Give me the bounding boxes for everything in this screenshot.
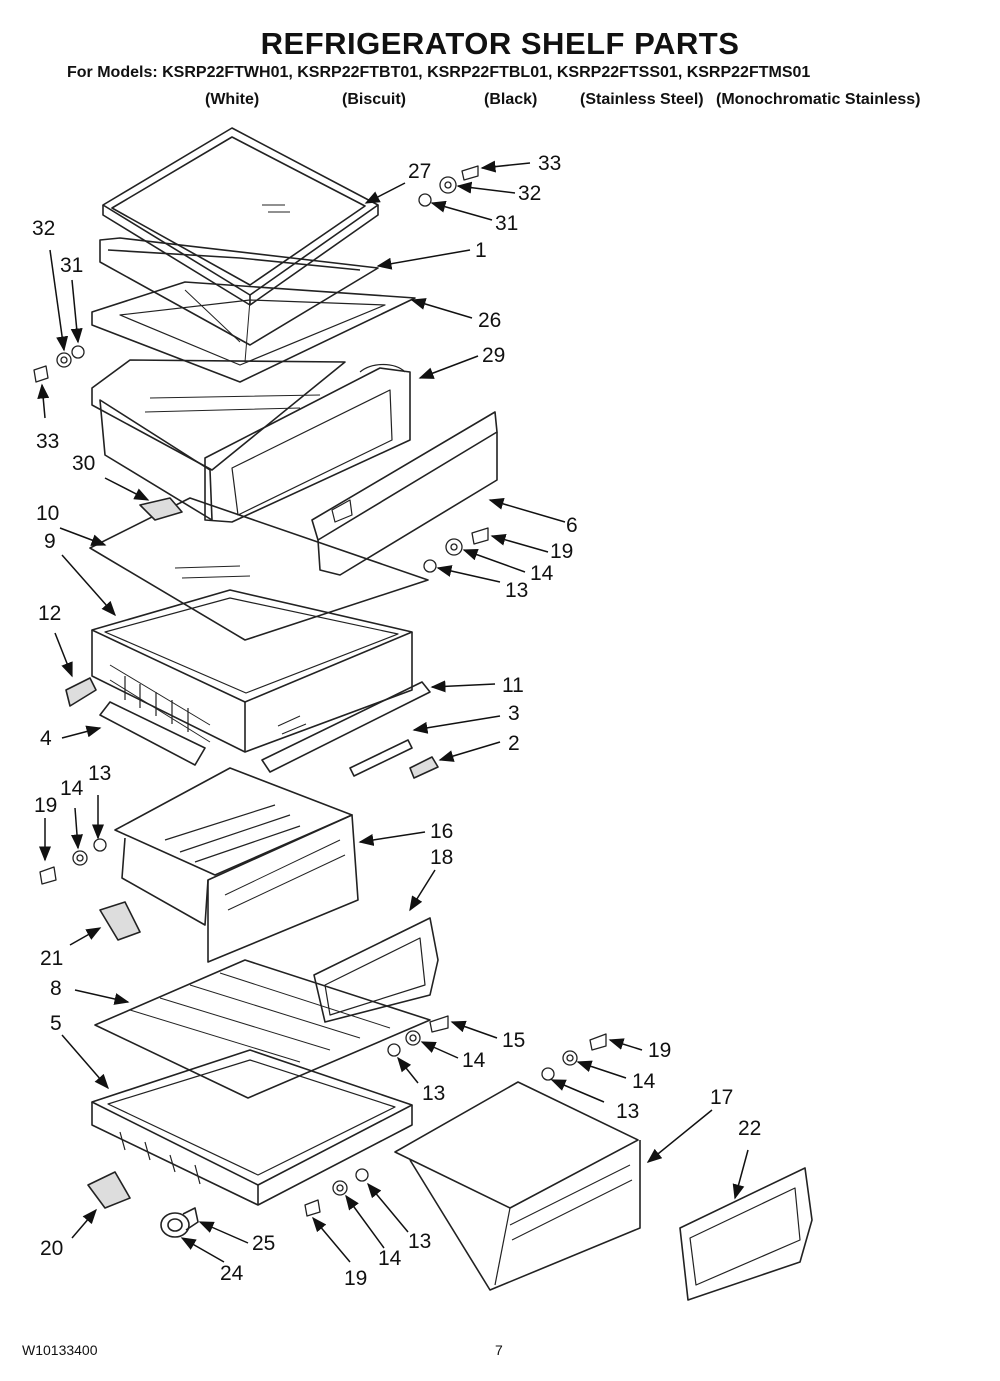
clip-2-part: [409, 756, 439, 779]
callout-24: 24: [220, 1262, 244, 1285]
callout-10: 10: [36, 502, 59, 525]
callout-15: 15: [502, 1029, 525, 1052]
clip-21-part: [99, 901, 141, 941]
callout-19: 19: [648, 1039, 671, 1062]
crisper-bin-16-part: [114, 767, 359, 963]
callout-33: 33: [36, 430, 59, 453]
callout-13: 13: [505, 579, 528, 602]
callout-22: 22: [738, 1117, 761, 1140]
callout-21: 21: [40, 947, 63, 970]
grid-shelf-8-part: [94, 959, 431, 1099]
callout-1: 1: [475, 239, 487, 262]
callout-31: 31: [60, 254, 83, 277]
callout-32: 32: [32, 217, 55, 240]
leader-arrows: [37, 160, 749, 1263]
callout-26: 26: [478, 309, 501, 332]
callout-13: 13: [616, 1100, 639, 1123]
callout-labels: 27 33 32 31 1 26 29 32 31 33 30 10 9 6 1…: [32, 152, 761, 1290]
callout-14: 14: [632, 1070, 656, 1093]
callout-31: 31: [495, 212, 518, 235]
color-stainless: (Stainless Steel): [580, 91, 704, 108]
callout-8: 8: [50, 977, 62, 1000]
color-black: (Black): [484, 91, 538, 108]
drawer-front-18-part: [313, 917, 439, 1023]
callout-30: 30: [72, 452, 95, 475]
callout-14: 14: [462, 1049, 486, 1072]
rail-11-part: [261, 681, 431, 773]
callout-19: 19: [550, 540, 573, 563]
color-white: (White): [205, 91, 260, 108]
models-line: For Models: KSRP22FTWH01, KSRP22FTBT01, …: [67, 64, 811, 81]
crisper-bin-17-part: [394, 1081, 641, 1291]
callout-32: 32: [518, 182, 541, 205]
callout-4: 4: [40, 727, 52, 750]
rail-4-part: [99, 701, 206, 766]
glass-panel-part: [89, 497, 429, 641]
clip-20-part: [87, 1171, 131, 1209]
rail-3-part: [349, 739, 413, 777]
end-cap-12-part: [65, 677, 97, 707]
callout-29: 29: [482, 344, 505, 367]
callout-20: 20: [40, 1237, 63, 1260]
document-number: W10133400: [22, 1342, 98, 1358]
top-glass-shelf-part: [102, 127, 379, 306]
callout-19: 19: [344, 1267, 367, 1290]
crisper-frame-part: [91, 237, 416, 383]
screw-hardware: [33, 165, 607, 1217]
callout-18: 18: [430, 846, 453, 869]
callout-14: 14: [60, 777, 84, 800]
color-biscuit: (Biscuit): [342, 91, 406, 108]
callout-16: 16: [430, 820, 453, 843]
callout-13: 13: [422, 1082, 445, 1105]
page-number: 7: [495, 1342, 503, 1358]
callout-13: 13: [88, 762, 111, 785]
callout-9: 9: [44, 530, 56, 553]
front-trim-bar-part: [311, 411, 498, 576]
callout-14: 14: [378, 1247, 402, 1270]
callout-17: 17: [710, 1086, 733, 1109]
bottom-shelf-frame-5-part: [91, 1049, 413, 1206]
clip-30-part: [139, 497, 183, 521]
page-title: REFRIGERATOR SHELF PARTS: [260, 26, 740, 61]
shelf-frame-part: [91, 589, 413, 753]
callout-6: 6: [566, 514, 578, 537]
callout-3: 3: [508, 702, 520, 725]
callout-19: 19: [34, 794, 57, 817]
deli-drawer-part: [91, 359, 411, 523]
callout-2: 2: [508, 732, 520, 755]
callout-25: 25: [252, 1232, 275, 1255]
color-monochromatic: (Monochromatic Stainless): [716, 91, 921, 108]
callout-27: 27: [408, 160, 431, 183]
drawer-front-22-part: [679, 1167, 813, 1301]
callout-13: 13: [408, 1230, 431, 1253]
callout-33: 33: [538, 152, 561, 175]
callout-11: 11: [502, 674, 524, 697]
callout-5: 5: [50, 1012, 62, 1035]
callout-14: 14: [530, 562, 554, 585]
callout-12: 12: [38, 602, 61, 625]
roller-wheel-part: [160, 1207, 199, 1238]
